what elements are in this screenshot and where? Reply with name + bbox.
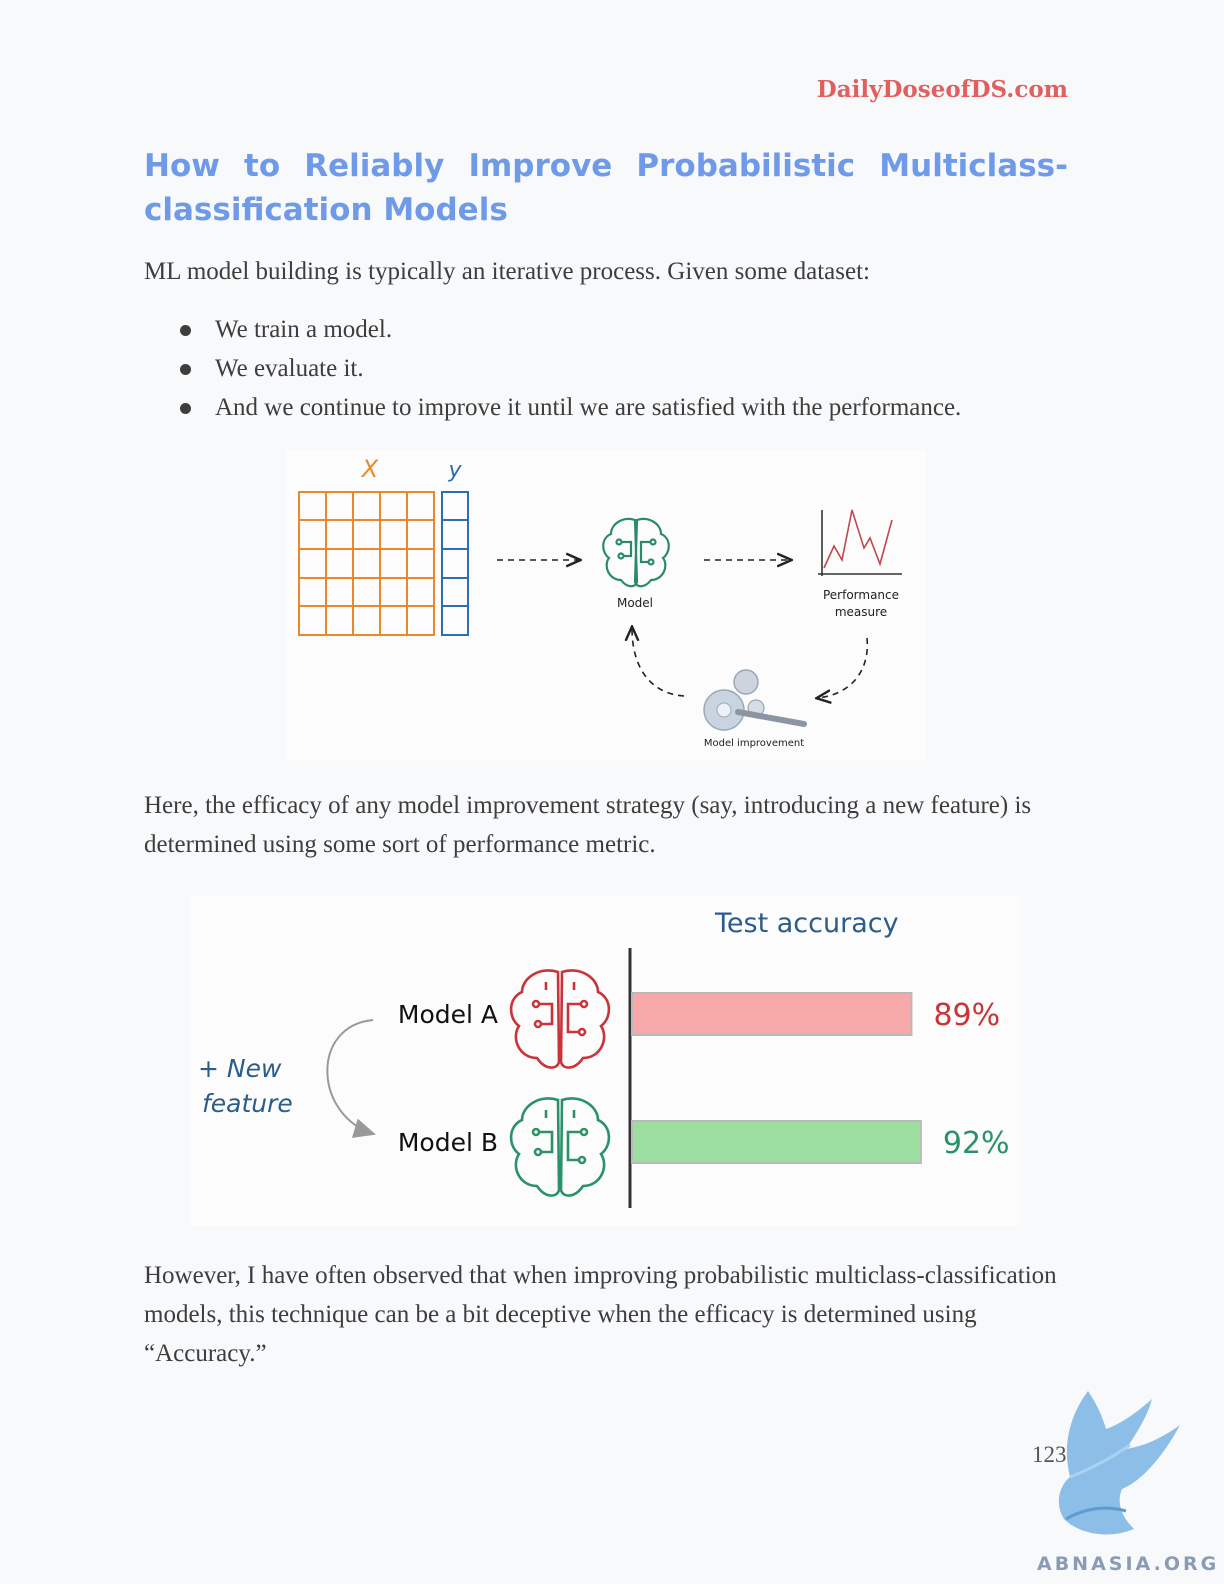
y-label: y [447, 458, 462, 483]
new-feature-line2: feature [202, 1089, 293, 1118]
bullet-item: We train a model. [144, 310, 1084, 349]
model-label: Model [617, 596, 653, 610]
accuracy-value-label: 89% [933, 998, 1000, 1033]
bullet-dot [180, 325, 191, 336]
accuracy-value-label: 92% [943, 1126, 1010, 1161]
bullet-list: We train a model. We evaluate it. And we… [144, 310, 1084, 427]
page-title: How to Reliably Improve Probabilistic Mu… [144, 148, 1068, 228]
accuracy-bar [631, 1120, 922, 1164]
accuracy-bar [631, 992, 913, 1036]
page-number: 123 [1032, 1442, 1067, 1467]
x-label: X [360, 455, 379, 483]
bullet-dot [180, 403, 191, 414]
efficacy-paragraph: Here, the efficacy of any model improvem… [144, 792, 1032, 858]
model-label: Model A [398, 1000, 498, 1029]
chart-title: Test accuracy [714, 908, 899, 939]
intro-paragraph: ML model building is typically an iterat… [144, 258, 870, 285]
performance-label-line2: measure [835, 605, 887, 619]
model-label: Model B [398, 1128, 498, 1157]
gears-wrench-icon [703, 669, 807, 731]
bullet-text: We train a model. [215, 316, 393, 343]
iteration-diagram: X y Model Performance measure [286, 450, 926, 760]
watermark-wing-logo [1058, 1391, 1180, 1535]
improvement-label: Model improvement [704, 738, 804, 749]
arrow-performance-to-improvement [818, 637, 869, 698]
bullet-item: And we continue to improve it until we a… [144, 388, 1084, 427]
bullet-item: We evaluate it. [144, 349, 1084, 388]
watermark-text: ABNASIA.ORG [1037, 1553, 1220, 1575]
accuracy-caveat-paragraph: However, I have often observed that when… [144, 1262, 1057, 1367]
bullet-dot [180, 364, 191, 375]
bullet-text: We evaluate it. [215, 355, 364, 382]
site-name: DailyDoseofDS.com [816, 76, 1068, 103]
new-feature-arrow [326, 1019, 376, 1138]
new-feature-line1: + New [198, 1054, 282, 1083]
dataset-y-column [441, 491, 469, 636]
model-a-brain-icon [509, 969, 611, 1069]
dataset-x-grid [298, 491, 435, 636]
model-b-brain-icon [509, 1097, 611, 1197]
bullet-text: And we continue to improve it until we a… [215, 394, 962, 421]
test-accuracy-chart: Test accuracy + New feature Model A 89% Mo… [190, 896, 1020, 1226]
performance-label-line1: Performance [823, 588, 899, 602]
arrow-improvement-to-model [632, 628, 685, 697]
performance-chart-icon [818, 509, 902, 576]
brain-icon [602, 517, 670, 588]
